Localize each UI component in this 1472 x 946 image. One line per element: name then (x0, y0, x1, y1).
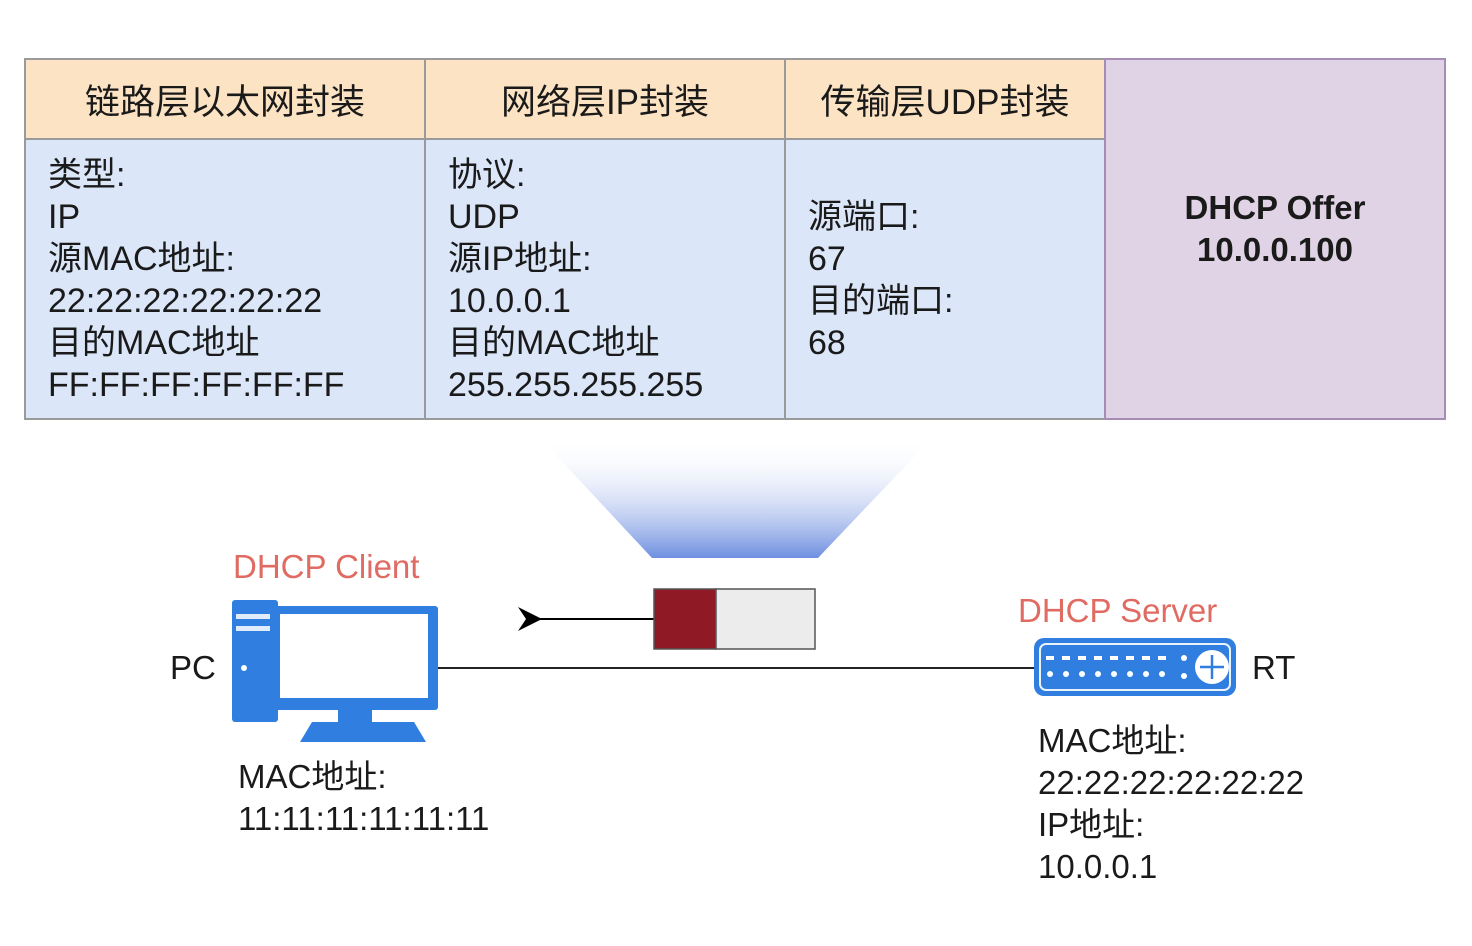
link-field: 类型: (48, 156, 126, 194)
server-device-label: RT (1252, 649, 1296, 686)
header-transport-label: 传输层UDP封装 (820, 82, 1070, 122)
link-field: FF:FF:FF:FF:FF:FF (48, 366, 345, 404)
transport-layer-fields: 源端口: 67 目的端口: 68 (808, 196, 1104, 364)
server-mac-value: 22:22:22:22:22:22 (1038, 764, 1305, 801)
server-title: DHCP Server (1018, 592, 1218, 629)
client-mac-value: 11:11:11:11:11:11 (238, 800, 490, 837)
packet-header-block (653, 588, 717, 650)
network-layer-cell: 协议: UDP 源IP地址: 10.0.0.1 目的MAC地址 255.255.… (424, 138, 786, 420)
link-field: IP (48, 198, 81, 236)
pc-icon (232, 600, 438, 742)
network-field: 协议: (448, 156, 526, 194)
link-layer-fields: 类型: IP 源MAC地址: 22:22:22:22:22:22 目的MAC地址… (48, 154, 424, 406)
network-layer-fields: 协议: UDP 源IP地址: 10.0.0.1 目的MAC地址 255.255.… (448, 154, 784, 406)
transport-field: 67 (808, 240, 846, 278)
header-link-layer: 链路层以太网封装 (24, 58, 426, 140)
packet-body-block (715, 588, 816, 650)
network-field: UDP (448, 198, 520, 236)
link-field: 源MAC地址: (48, 240, 235, 278)
network-field: 10.0.0.1 (448, 282, 571, 320)
network-field: 源IP地址: (448, 240, 592, 278)
network-field: 255.255.255.255 (448, 366, 704, 404)
client-title: DHCP Client (233, 548, 420, 585)
server-ip-value: 10.0.0.1 (1038, 848, 1158, 885)
router-icon (1034, 638, 1236, 696)
network-field: 目的MAC地址 (448, 324, 660, 362)
server-ip-label: IP地址: (1038, 806, 1145, 843)
client-device-label: PC (170, 649, 216, 686)
link-layer-cell: 类型: IP 源MAC地址: 22:22:22:22:22:22 目的MAC地址… (24, 138, 426, 420)
transport-field: 源端口: (808, 198, 920, 236)
dhcp-payload-cell: DHCP Offer 10.0.0.100 (1104, 58, 1446, 420)
zoom-funnel (540, 438, 932, 558)
client-mac-label: MAC地址: (238, 758, 387, 795)
header-transport-layer: 传输层UDP封装 (784, 58, 1106, 140)
payload-line-1: DHCP Offer (1184, 189, 1366, 226)
header-link-label: 链路层以太网封装 (84, 82, 365, 122)
payload-line-2: 10.0.0.100 (1197, 231, 1353, 268)
link-field: 目的MAC地址 (48, 324, 260, 362)
transport-field: 68 (808, 324, 846, 362)
link-field: 22:22:22:22:22:22 (48, 282, 323, 320)
transport-field: 目的端口: (808, 282, 954, 320)
header-network-label: 网络层IP封装 (500, 82, 710, 122)
server-mac-label: MAC地址: (1038, 722, 1187, 759)
